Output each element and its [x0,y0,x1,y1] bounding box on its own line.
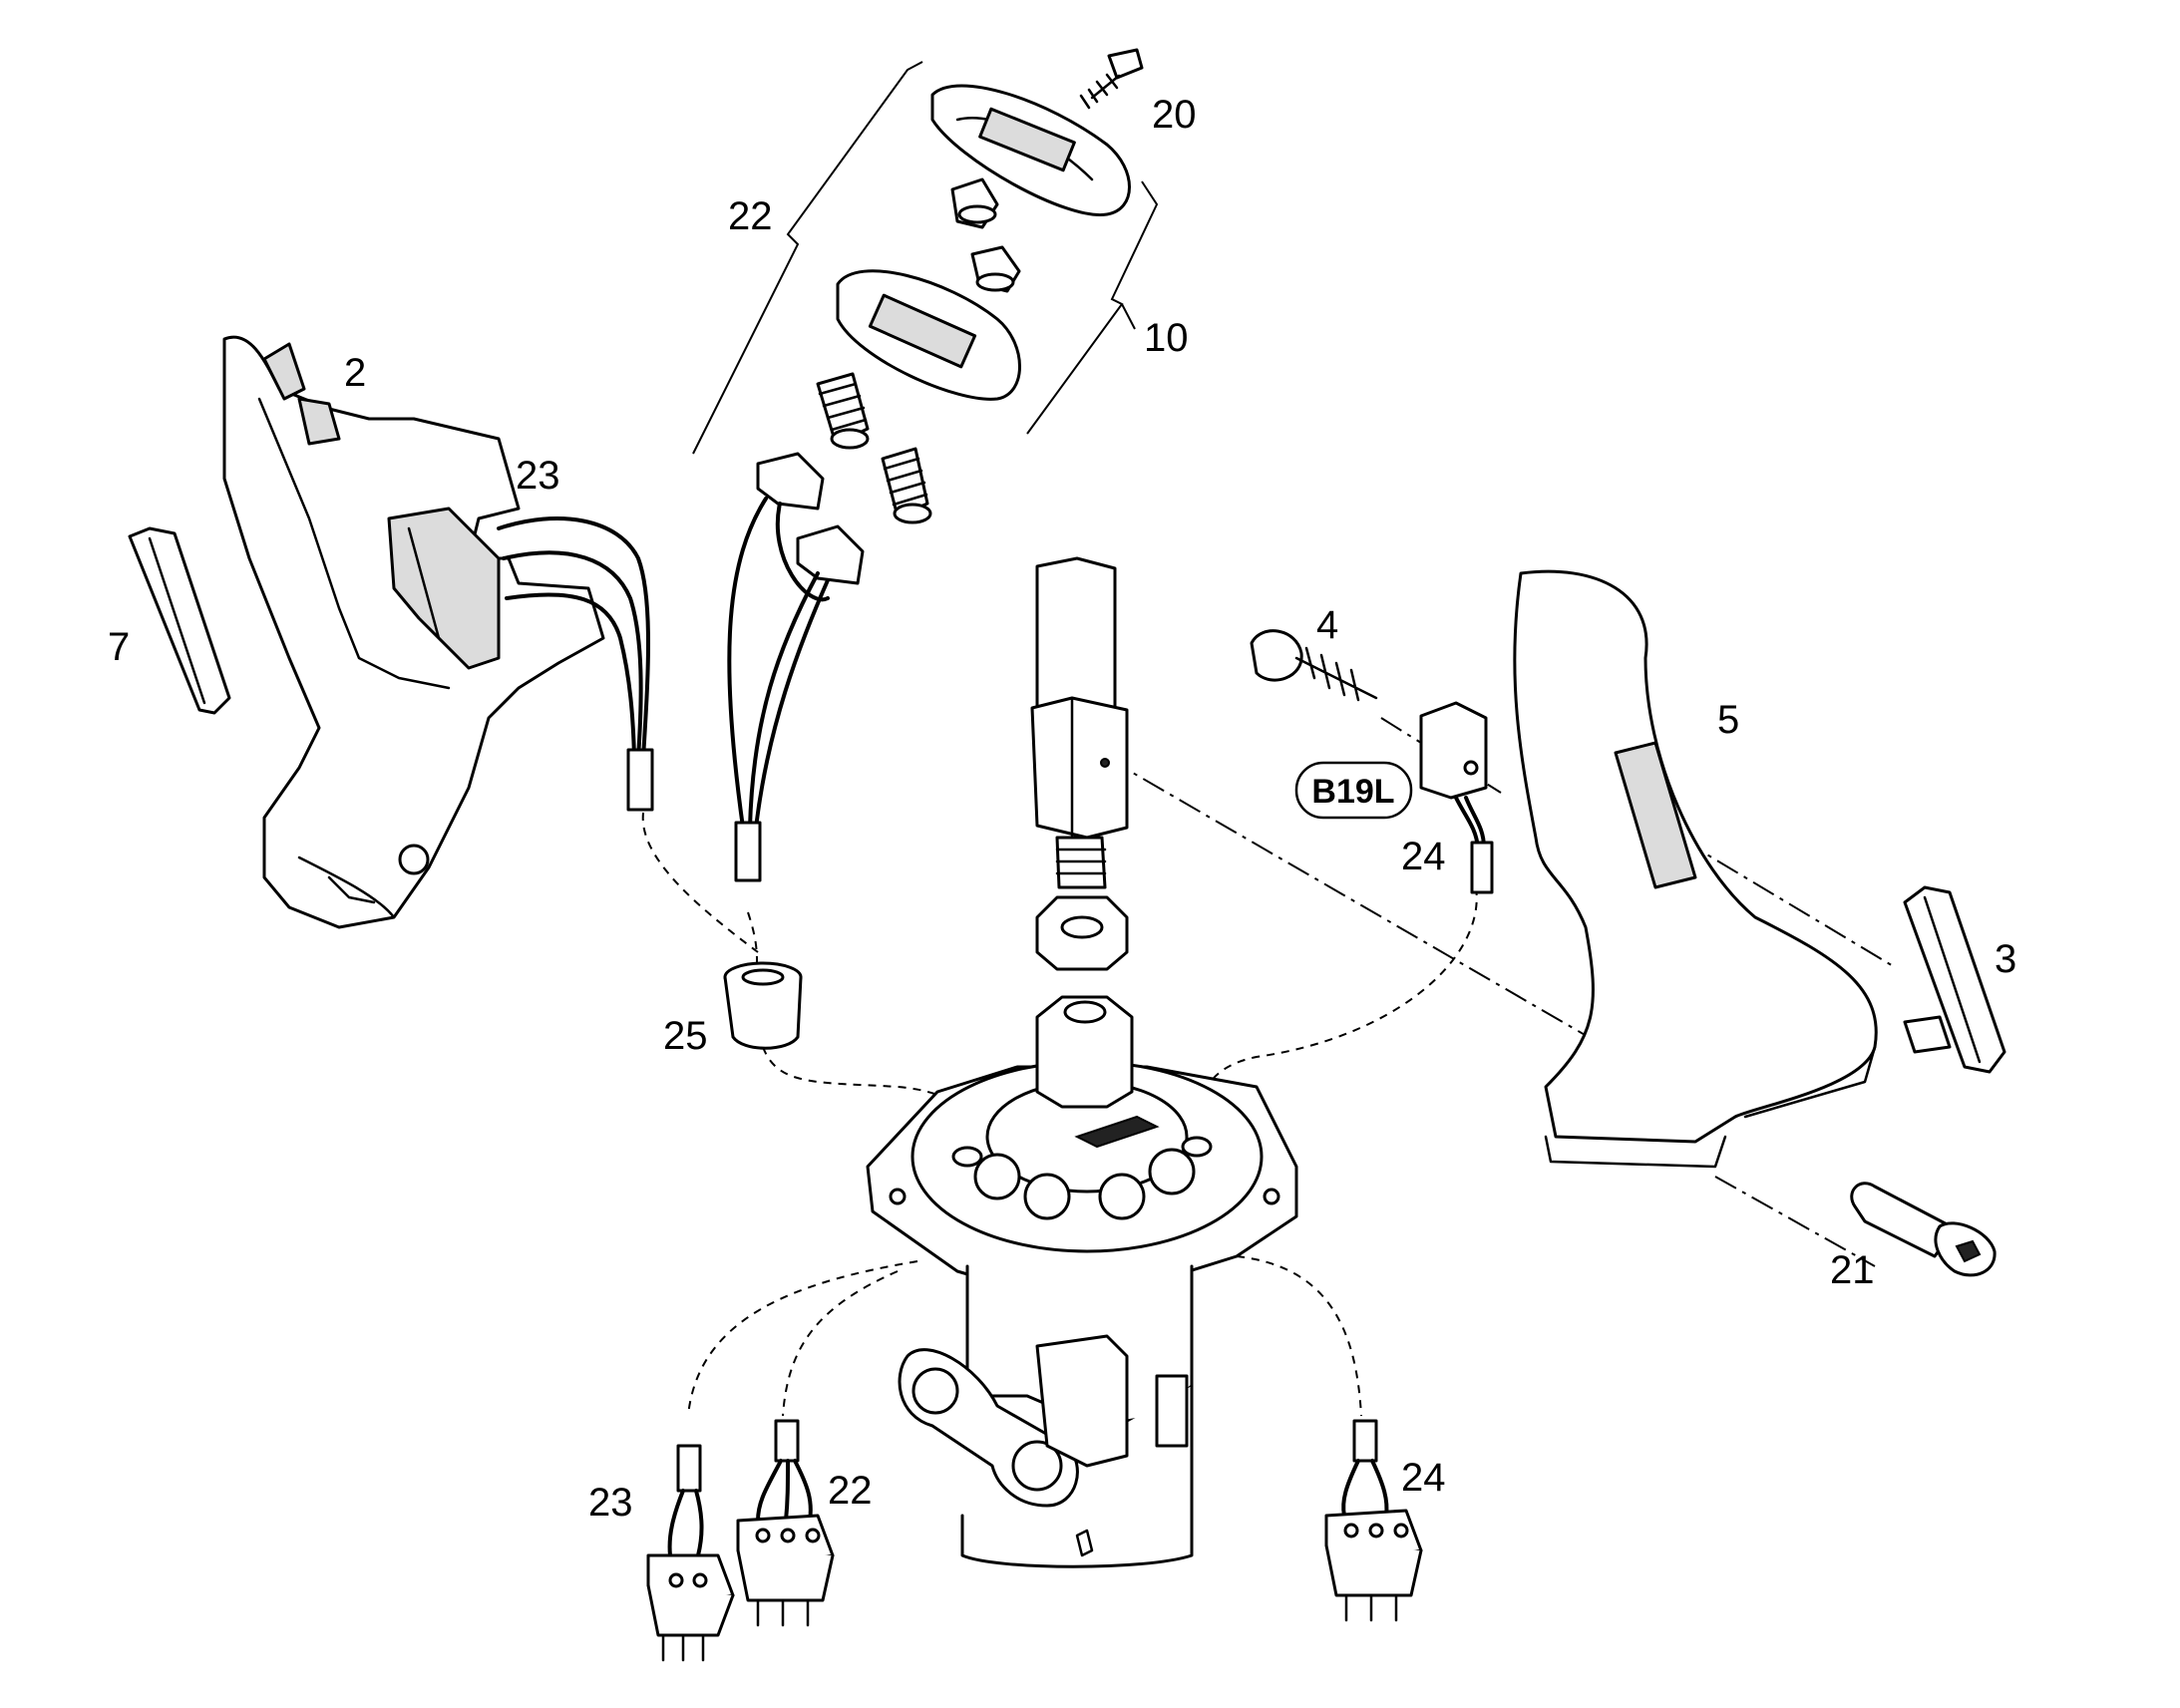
part-22-switches [756,452,865,585]
callout-23-top: 23 [516,454,560,498]
part-22-springs [816,372,932,524]
part-7-clip [128,526,231,715]
callout-25: 25 [663,1014,708,1058]
part-5-right-grip-half [1513,569,1878,1169]
part-23-harness [497,516,654,812]
part-22-button-upper [950,177,999,229]
part-22-button-lower [970,245,1021,293]
part-22-harness [727,497,830,882]
callout-24-right: 24 [1401,835,1446,878]
part-24-connector [1324,1419,1423,1622]
part-nut [1035,895,1129,971]
part-20-screw [1079,48,1144,110]
part-joystick-body [866,995,1298,1568]
part-22-connector [736,1419,835,1627]
b19l-tag-label: B19L [1311,773,1394,811]
part-2-left-grip-half [222,335,605,929]
callout-5: 5 [1717,698,1739,742]
part-21-bolt [1850,1182,1997,1277]
callout-2: 2 [344,351,366,395]
callout-10: 10 [1144,316,1189,360]
callout-22-top: 22 [728,194,773,238]
callout-labels: 20 22 10 2 23 7 4 5 24 3 25 21 23 22 24 [108,93,2016,1525]
part-3-clip [1903,885,2006,1074]
callout-20: 20 [1152,93,1197,137]
callout-3: 3 [1995,937,2016,981]
part-22-upper-cap [930,84,1131,217]
assembly-brackets [692,61,1159,455]
callout-22-bottom: 22 [828,1469,873,1513]
part-23-connector [646,1444,735,1662]
part-4-screw [1250,629,1378,702]
b19l-tag: B19L [1294,761,1413,820]
part-25-grommet [723,961,803,1050]
callout-23-bottom: 23 [588,1481,633,1525]
part-24-sensor [1419,701,1494,894]
part-10-lower-cap [836,269,1021,401]
callout-4: 4 [1316,603,1338,647]
part-lever-shaft [1030,556,1129,889]
callout-7: 7 [108,625,130,669]
callout-21: 21 [1830,1248,1875,1292]
callout-24-bottom: 24 [1401,1456,1446,1500]
